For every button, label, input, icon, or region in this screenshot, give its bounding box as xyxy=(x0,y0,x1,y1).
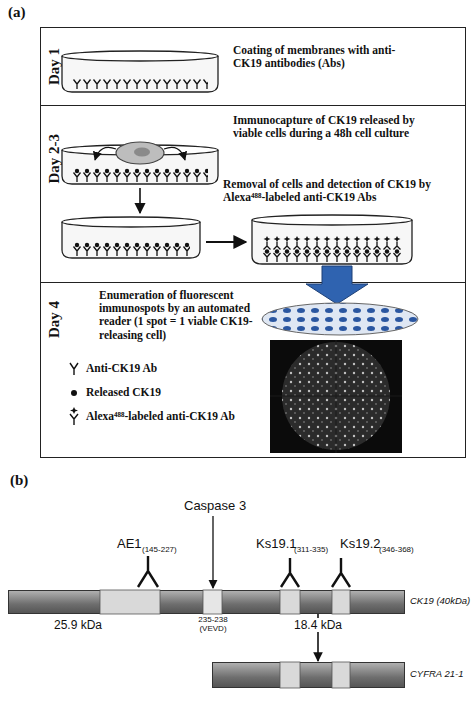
reader-well xyxy=(282,342,390,450)
fragment-name: CYFRA 21-1 xyxy=(410,669,464,680)
antibody-label: AE1 xyxy=(117,537,142,551)
cleavage-site-label: 235-238 (VEVD) xyxy=(190,616,236,634)
transfer-arrow xyxy=(306,266,368,304)
epitope-segment xyxy=(332,590,350,614)
antibody-label: Ks19.1 xyxy=(256,537,296,551)
legend-text: Alexa⁴⁸⁸-labeled anti-CK19 Ab xyxy=(86,410,235,422)
spot-membrane xyxy=(262,303,418,335)
day-band: Day 2-3 Immunocapture of CK19 released by… xyxy=(40,105,466,283)
culture-dish xyxy=(62,142,218,184)
day-label: Day 2-3 xyxy=(46,134,63,184)
epitope-segment xyxy=(280,590,300,614)
legend-antibody-sample xyxy=(70,363,78,375)
dish-rim xyxy=(252,215,412,225)
step-text: Coating of membranes with anti-CK19 anti… xyxy=(233,44,413,70)
release-arrow xyxy=(95,147,116,160)
fragment-mass: 25.9 kDa xyxy=(54,619,102,632)
epitope-segment xyxy=(100,590,160,614)
legend-antigen-sample xyxy=(71,390,77,396)
protein-name: CK19 (40kDa) xyxy=(410,596,470,607)
antibody-row xyxy=(72,242,190,256)
reader-image xyxy=(270,340,402,453)
epitope-range: (145-227) xyxy=(142,546,177,555)
epitope-segment xyxy=(332,662,350,688)
dish-rim xyxy=(62,51,218,61)
antibody-symbol xyxy=(332,558,350,587)
dish-wall xyxy=(252,220,412,264)
culture-dish xyxy=(62,51,218,92)
fragment-bar: CYFRA 21-1 xyxy=(212,662,405,688)
step-text: Immunocapture of CK19 released by viable… xyxy=(233,114,438,140)
cleavage-site xyxy=(203,590,222,614)
step-arrow xyxy=(139,188,141,213)
day-label: Day 1 xyxy=(46,48,63,85)
culture-dish xyxy=(252,215,412,264)
fragment-mass: 18.4 kDa xyxy=(294,618,342,632)
antibody-symbol xyxy=(138,556,158,587)
dish-rim xyxy=(62,217,200,227)
legend-detection-sample xyxy=(70,414,78,425)
epitope-range: (346-368) xyxy=(379,546,414,555)
legend-text: Anti-CK19 Ab xyxy=(86,362,157,374)
panel-label: (a) xyxy=(8,4,26,21)
release-arrow xyxy=(164,147,185,160)
antibody-label: Ks19.2 xyxy=(340,537,380,551)
antibody-row xyxy=(262,236,402,262)
epitope-range: (311-335) xyxy=(294,546,328,555)
day-band: Day 1 Coating of membranes with anti-CK19… xyxy=(40,27,466,106)
legend-text: Released CK19 xyxy=(86,386,161,398)
dish-wall xyxy=(62,150,218,184)
step-text: Enumeration of fluorescent immunospots b… xyxy=(99,289,257,342)
viable-cell xyxy=(116,142,164,164)
panel-label: (b) xyxy=(10,472,28,489)
antibody-row xyxy=(72,168,208,182)
cleavage-arrow xyxy=(317,614,319,661)
day-band: Day 4 Enumeration of fluorescent immunosp… xyxy=(40,282,466,458)
dish-wall xyxy=(62,222,200,258)
culture-dish xyxy=(62,217,200,258)
legend-fluor-star xyxy=(70,407,78,414)
day-label: Day 4 xyxy=(46,301,63,338)
cleavage-pointer xyxy=(212,516,213,588)
step-arrow xyxy=(206,241,246,243)
antibody-symbol xyxy=(281,558,299,587)
cell-nucleus xyxy=(134,148,150,157)
antibody-row xyxy=(72,78,208,89)
protein-bar: CK19 (40kDa) xyxy=(8,590,405,614)
step-text: Removal of cells and detection of CK19 b… xyxy=(223,178,463,204)
image-tile-seam xyxy=(270,340,402,453)
epitope-segment xyxy=(280,662,300,688)
dish-wall xyxy=(62,56,218,92)
dish-rim xyxy=(62,145,218,155)
enzyme-label: Caspase 3 xyxy=(184,499,246,513)
